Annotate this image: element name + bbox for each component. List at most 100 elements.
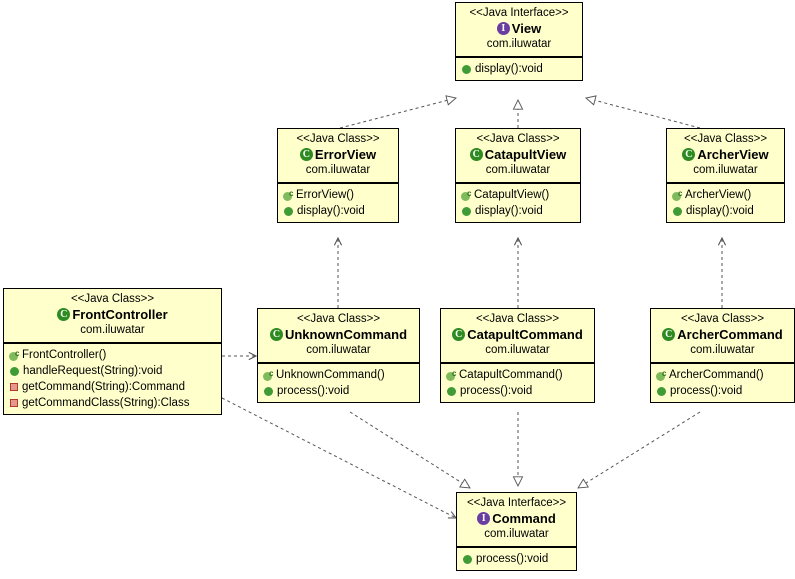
uml-node-catapultcommand[interactable]: <<Java Class>> C CatapultCommand com.ilu… xyxy=(440,308,595,403)
uml-node-catapultview-stereotype: <<Java Class>> xyxy=(476,133,560,145)
uml-member-label: process():void xyxy=(670,385,743,397)
uml-member-label: display():void xyxy=(297,205,365,217)
uml-member[interactable]: getCommand(String):Command xyxy=(7,379,219,395)
uml-member-label: FrontController() xyxy=(22,349,107,361)
uml-node-frontcontroller-header: <<Java Class>> C FrontController com.ilu… xyxy=(4,289,221,343)
uml-node-command[interactable]: <<Java Interface>> I Command com.iluwata… xyxy=(456,492,577,571)
class-icon: C xyxy=(299,148,313,161)
uml-node-archerview-name: ArcherView xyxy=(697,147,769,162)
uml-member[interactable]: FrontController() xyxy=(7,346,219,363)
uml-member-label: process():void xyxy=(277,385,350,397)
uml-member-label: getCommand(String):Command xyxy=(22,381,185,393)
uml-node-catapultview-header: <<Java Class>> C CatapultView com.iluwat… xyxy=(456,129,580,183)
uml-node-frontcontroller-name: FrontController xyxy=(72,307,168,322)
class-icon: C xyxy=(269,328,283,341)
uml-node-view-package: com.iluwatar xyxy=(486,38,552,50)
uml-member-label: ArcherView() xyxy=(685,189,752,201)
uml-node-archerview-stereotype: <<Java Class>> xyxy=(683,133,768,145)
uml-node-archerview-members: ArcherView() display():void xyxy=(667,183,784,222)
uml-node-command-title: I Command xyxy=(463,510,570,527)
uml-node-catapultcommand-members: CatapultCommand() process():void xyxy=(441,363,594,402)
uml-member[interactable]: display():void xyxy=(281,203,396,219)
uml-node-errorview-name: ErrorView xyxy=(314,147,377,162)
uml-node-command-stereotype: <<Java Interface>> xyxy=(466,497,567,509)
uml-member[interactable]: CatapultCommand() xyxy=(444,366,592,383)
uml-member[interactable]: ArcherCommand() xyxy=(654,366,792,383)
private-method-icon xyxy=(10,399,18,407)
uml-member[interactable]: handleRequest(String):void xyxy=(7,363,219,379)
uml-member-label: display():void xyxy=(475,63,543,75)
uml-node-errorview-stereotype: <<Java Class>> xyxy=(296,133,380,145)
edge-archerview-to-view xyxy=(586,98,701,129)
uml-node-frontcontroller[interactable]: <<Java Class>> C FrontController com.ilu… xyxy=(3,288,222,415)
uml-node-view[interactable]: <<Java Interface>> I View com.iluwatar d… xyxy=(455,2,583,81)
public-method-icon xyxy=(657,386,666,396)
uml-member[interactable]: CatapultView() xyxy=(459,186,578,203)
public-method-icon xyxy=(462,64,471,74)
uml-node-unknowncommand[interactable]: <<Java Class>> C UnknownCommand com.iluw… xyxy=(257,308,420,403)
edge-archercommand-to-command xyxy=(578,411,701,488)
uml-node-frontcontroller-stereotype: <<Java Class>> xyxy=(70,293,155,305)
uml-member-label: CatapultCommand() xyxy=(459,369,563,381)
edge-frontcontroller-to-command xyxy=(221,397,456,518)
uml-member[interactable]: process():void xyxy=(261,383,417,399)
uml-node-archercommand-stereotype: <<Java Class>> xyxy=(680,313,765,325)
uml-member-label: process():void xyxy=(460,385,533,397)
uml-node-frontcontroller-title: C FrontController xyxy=(10,306,215,323)
uml-node-errorview-title: C ErrorView xyxy=(284,146,392,163)
uml-node-unknowncommand-package: com.iluwatar xyxy=(306,344,371,356)
uml-member[interactable]: process():void xyxy=(460,551,574,567)
constructor-icon xyxy=(446,366,458,382)
uml-node-archerview[interactable]: <<Java Class>> C ArcherView com.iluwatar… xyxy=(666,128,785,223)
uml-member[interactable]: UnknownCommand() xyxy=(261,366,417,383)
uml-node-archercommand-name: ArcherCommand xyxy=(677,327,783,342)
uml-member[interactable]: process():void xyxy=(444,383,592,399)
uml-node-archercommand[interactable]: <<Java Class>> C ArcherCommand com.iluwa… xyxy=(650,308,795,403)
uml-member[interactable]: ErrorView() xyxy=(281,186,396,203)
uml-member[interactable]: display():void xyxy=(459,61,580,77)
uml-node-errorview-package: com.iluwatar xyxy=(305,164,371,176)
public-method-icon xyxy=(447,386,456,396)
uml-node-view-name: View xyxy=(511,21,542,36)
uml-member-label: handleRequest(String):void xyxy=(23,365,163,377)
uml-member-label: process():void xyxy=(476,553,549,565)
uml-node-catapultview[interactable]: <<Java Class>> C CatapultView com.iluwat… xyxy=(455,128,581,223)
uml-node-unknowncommand-title: C UnknownCommand xyxy=(264,326,413,343)
uml-node-archercommand-header: <<Java Class>> C ArcherCommand com.iluwa… xyxy=(651,309,794,363)
public-method-icon xyxy=(10,366,19,376)
uml-member[interactable]: process():void xyxy=(654,383,792,399)
constructor-icon xyxy=(263,366,275,382)
uml-node-view-stereotype: <<Java Interface>> xyxy=(469,7,569,19)
class-icon: C xyxy=(57,308,71,321)
uml-node-catapultcommand-title: C CatapultCommand xyxy=(447,326,588,343)
uml-node-command-name: Command xyxy=(492,511,556,526)
uml-node-command-package: com.iluwatar xyxy=(484,528,549,540)
uml-node-errorview-members: ErrorView() display():void xyxy=(278,183,398,222)
constructor-icon xyxy=(283,186,295,202)
uml-node-errorview[interactable]: <<Java Class>> C ErrorView com.iluwatar … xyxy=(277,128,399,223)
uml-node-unknowncommand-header: <<Java Class>> C UnknownCommand com.iluw… xyxy=(258,309,419,363)
constructor-icon xyxy=(656,366,668,382)
uml-member-label: display():void xyxy=(686,205,754,217)
uml-member[interactable]: display():void xyxy=(459,203,578,219)
uml-node-archerview-title: C ArcherView xyxy=(673,146,778,163)
uml-member-label: CatapultView() xyxy=(474,189,550,201)
uml-node-catapultcommand-package: com.iluwatar xyxy=(485,344,550,356)
constructor-icon xyxy=(672,186,684,202)
uml-node-archerview-header: <<Java Class>> C ArcherView com.iluwatar xyxy=(667,129,784,183)
uml-node-unknowncommand-name: UnknownCommand xyxy=(284,327,408,342)
uml-node-unknowncommand-members: UnknownCommand() process():void xyxy=(258,363,419,402)
uml-node-catapultcommand-name: CatapultCommand xyxy=(467,327,583,342)
uml-member[interactable]: display():void xyxy=(670,203,782,219)
constructor-icon xyxy=(9,346,21,362)
uml-node-view-members: display():void xyxy=(456,57,582,80)
class-icon: C xyxy=(452,328,466,341)
uml-member[interactable]: getCommandClass(String):Class xyxy=(7,395,219,411)
uml-member-label: getCommandClass(String):Class xyxy=(22,397,190,409)
uml-node-archercommand-title: C ArcherCommand xyxy=(657,326,788,343)
uml-node-catapultcommand-header: <<Java Class>> C CatapultCommand com.ilu… xyxy=(441,309,594,363)
public-method-icon xyxy=(264,386,273,396)
uml-member-label: ArcherCommand() xyxy=(669,369,764,381)
uml-member[interactable]: ArcherView() xyxy=(670,186,782,203)
